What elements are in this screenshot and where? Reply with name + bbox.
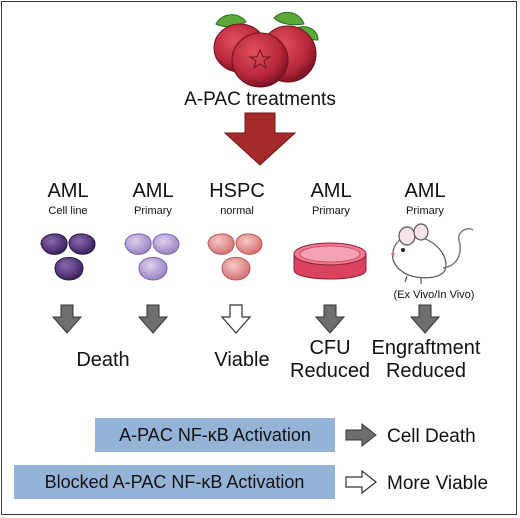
outcome-engraftment-reduced: Reduced	[385, 360, 467, 382]
right-arrow-icon-legend1	[345, 422, 377, 448]
column-subtitle-mouse-primary: Primary	[406, 205, 444, 217]
column-title-aml-cell-line: AML	[47, 180, 89, 202]
down-arrow-icon-col1	[51, 304, 83, 334]
outcome-cfu-reduced: Reduced	[290, 360, 371, 382]
big-down-arrow-icon	[223, 112, 297, 166]
outcome-cfu: CFU	[309, 337, 351, 359]
legend-bar-blocked-activation: Blocked A-PAC NF-κB Activation	[14, 465, 335, 499]
column-title-hspc: HSPC	[209, 180, 265, 202]
outline-down-arrow-icon-col3	[220, 304, 252, 334]
column-subtitle-cfu-primary: Primary	[312, 205, 350, 217]
outline-right-arrow-icon-legend2	[345, 469, 377, 495]
column-subtitle-normal: normal	[220, 205, 254, 217]
cranberry-icon	[213, 11, 319, 88]
down-arrow-icon-col2	[137, 304, 169, 334]
legend-result-more-viable: More Viable	[387, 473, 489, 494]
mouse-icon	[391, 223, 474, 284]
column-title-aml-cfu: AML	[310, 180, 352, 202]
column-title-aml-primary: AML	[132, 180, 174, 202]
outcome-death: Death	[76, 349, 130, 371]
column-subtitle-cell-line: Cell line	[48, 205, 88, 217]
column-title-aml-mouse: AML	[404, 180, 446, 202]
petri-dish-icon	[293, 242, 367, 280]
legend-result-cell-death: Cell Death	[387, 426, 476, 447]
ex-vivo-in-vivo-note: (Ex Vivo/In Vivo)	[393, 289, 475, 301]
legend-bar-activation: A-PAC NF-κB Activation	[95, 418, 335, 452]
down-arrow-icon-col5	[409, 304, 441, 334]
down-arrow-icon-col4	[314, 304, 346, 334]
outcome-viable: Viable	[214, 349, 270, 371]
column-subtitle-primary: Primary	[134, 205, 172, 217]
aml-primary-cells-icon	[124, 233, 180, 281]
hspc-cells-icon	[207, 233, 263, 281]
aml-cell-line-cells-icon	[40, 233, 96, 281]
treatment-title: A-PAC treatments	[184, 89, 336, 110]
outcome-engraftment: Engraftment	[371, 337, 481, 359]
